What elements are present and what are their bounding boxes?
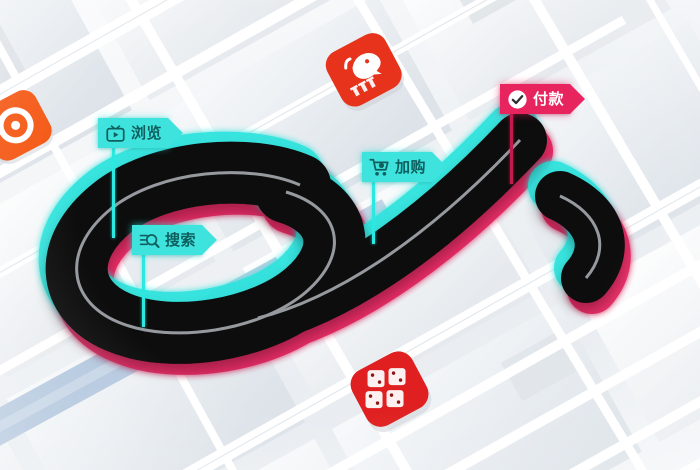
check-circle-icon [508,89,527,109]
flag-pole [510,112,513,184]
flag-pole [372,180,375,244]
tv-play-icon [106,124,125,142]
flag-add-to-cart[interactable]: 加购 [362,152,448,244]
flag-browse-body[interactable]: 浏览 [98,118,184,148]
flag-pay-label: 付款 [533,89,565,108]
shopping-cart-icon [369,158,389,176]
jd-app-icon[interactable] [320,26,412,118]
flag-add-to-cart-label: 加购 [395,157,427,176]
flag-search[interactable]: 搜索 [132,225,218,327]
flag-search-label: 搜索 [165,230,197,249]
flag-pole [142,253,145,327]
flag-pay[interactable]: 付款 [500,84,586,184]
flag-add-to-cart-body[interactable]: 加购 [362,152,448,182]
flag-pay-body[interactable]: 付款 [500,84,586,114]
magnifier-icon [139,233,160,248]
flag-browse-label: 浏览 [131,123,163,142]
flag-search-body[interactable]: 搜索 [132,225,218,255]
taobao-app-icon[interactable] [0,84,64,170]
flag-pole [112,146,115,238]
pinduoduo-app-icon[interactable] [342,342,438,438]
flag-browse[interactable]: 浏览 [98,118,184,238]
